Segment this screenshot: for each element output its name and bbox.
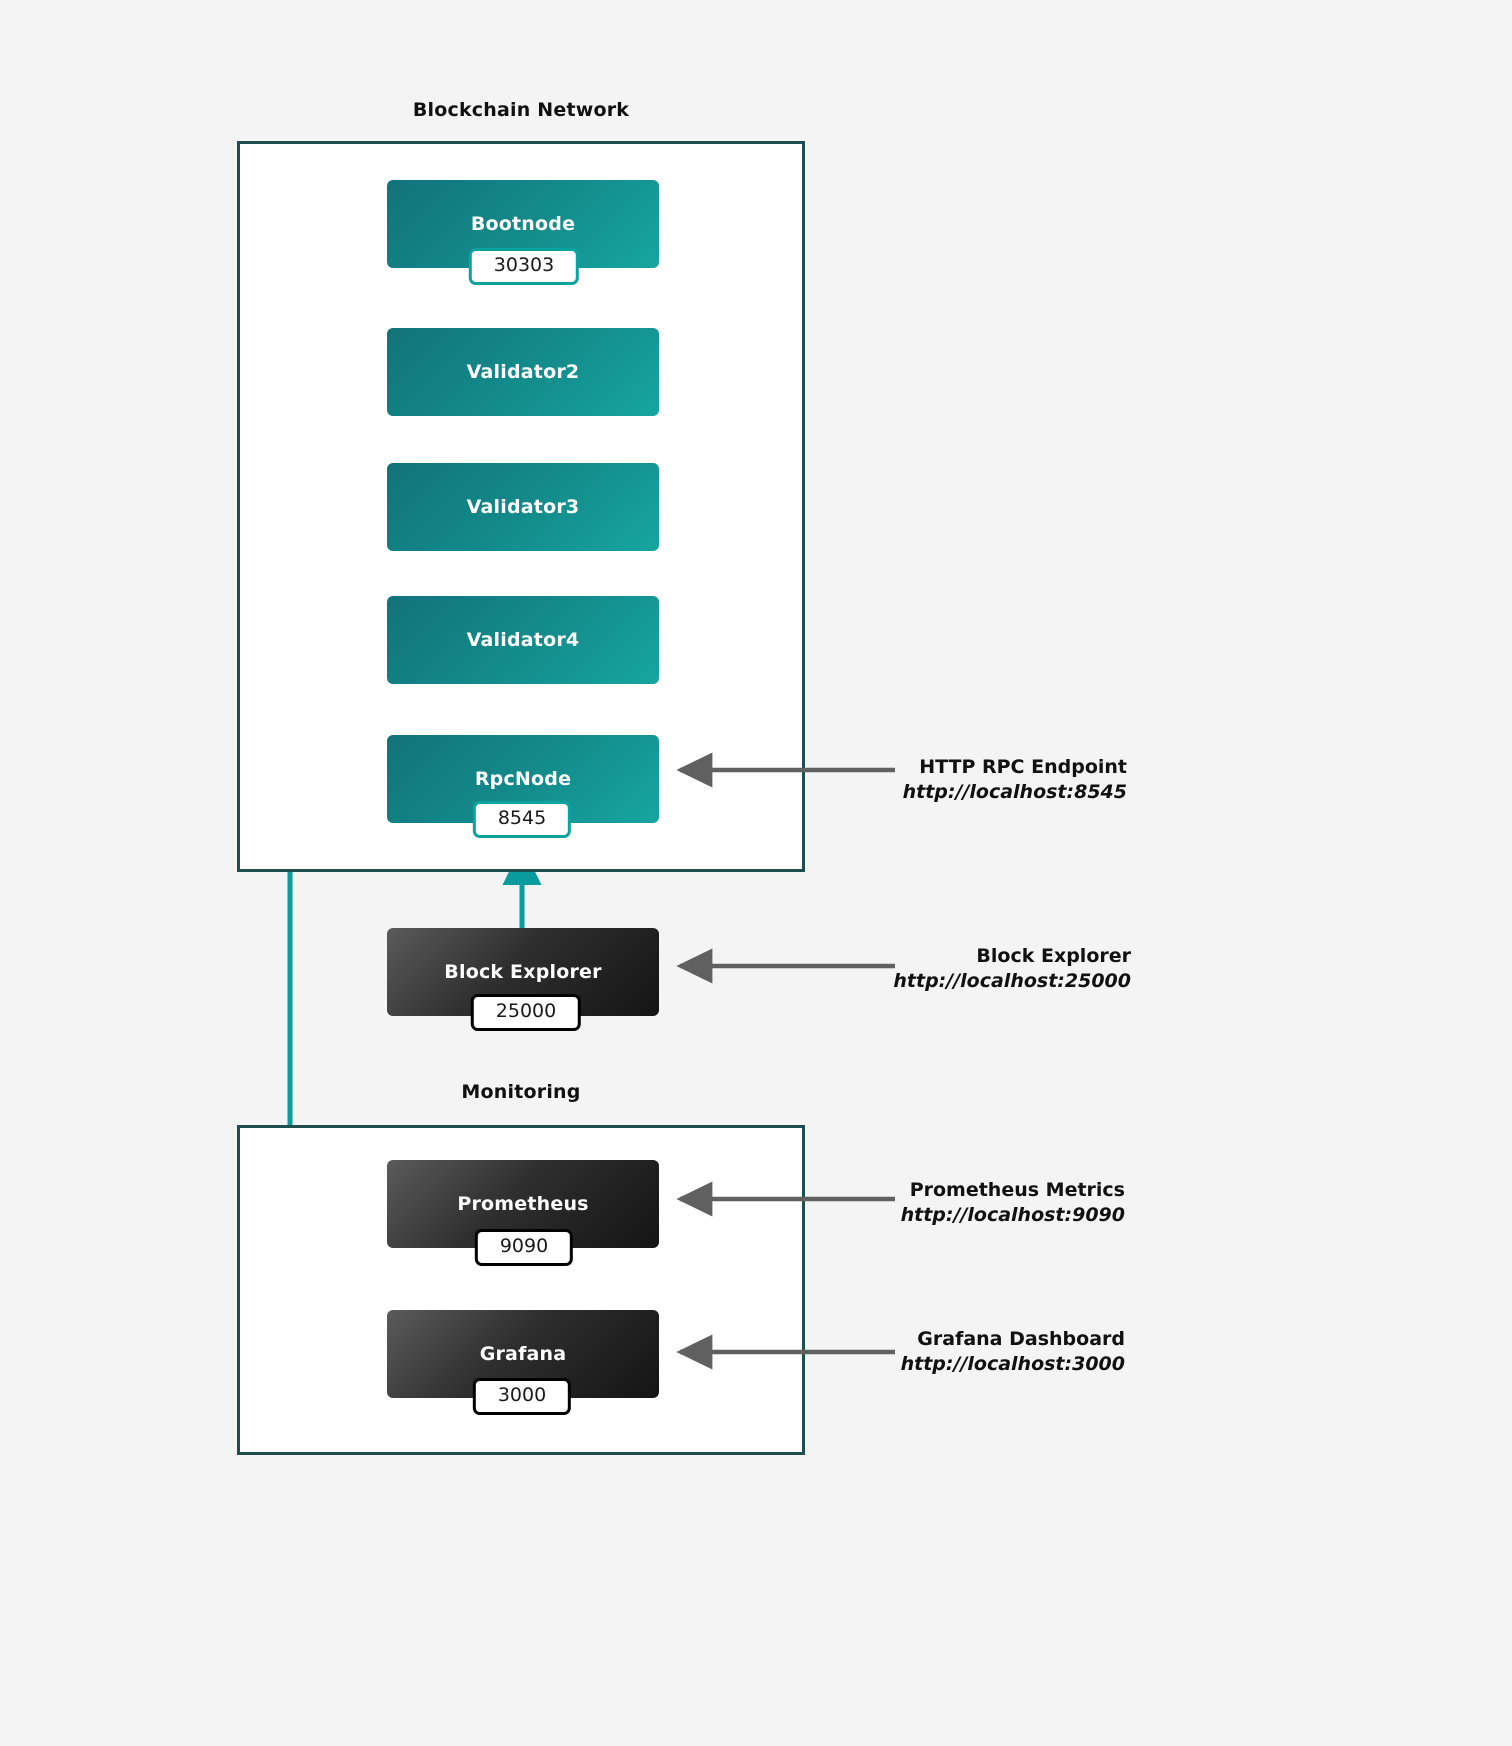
annotation-block-explorer-url: http://localhost:25000 bbox=[893, 970, 1131, 992]
annotation-prometheus-url: http://localhost:9090 bbox=[900, 1204, 1125, 1226]
group-title-blockchain-network: Blockchain Network bbox=[412, 99, 630, 121]
node-prometheus-port: 9090 bbox=[474, 1229, 574, 1266]
annotation-grafana: Grafana Dashboard http://localhost:3000 bbox=[700, 1328, 1125, 1375]
annotation-rpc-endpoint-title: HTTP RPC Endpoint bbox=[919, 756, 1127, 778]
annotation-prometheus: Prometheus Metrics http://localhost:9090 bbox=[700, 1179, 1125, 1226]
node-block-explorer-port: 25000 bbox=[470, 994, 582, 1031]
group-title-monitoring: Monitoring bbox=[461, 1081, 581, 1103]
node-grafana-port: 3000 bbox=[472, 1378, 572, 1415]
annotation-grafana-url: http://localhost:3000 bbox=[900, 1353, 1125, 1375]
annotation-block-explorer: Block Explorer http://localhost:25000 bbox=[700, 945, 1131, 992]
annotation-rpc-endpoint: HTTP RPC Endpoint http://localhost:8545 bbox=[700, 756, 1127, 803]
annotation-prometheus-title: Prometheus Metrics bbox=[909, 1179, 1125, 1201]
annotation-grafana-title: Grafana Dashboard bbox=[917, 1328, 1125, 1350]
node-rpcnode-port: 8545 bbox=[472, 801, 572, 838]
annotation-block-explorer-title: Block Explorer bbox=[976, 945, 1131, 967]
node-bootnode-port: 30303 bbox=[468, 248, 580, 285]
annotation-rpc-endpoint-url: http://localhost:8545 bbox=[902, 781, 1127, 803]
